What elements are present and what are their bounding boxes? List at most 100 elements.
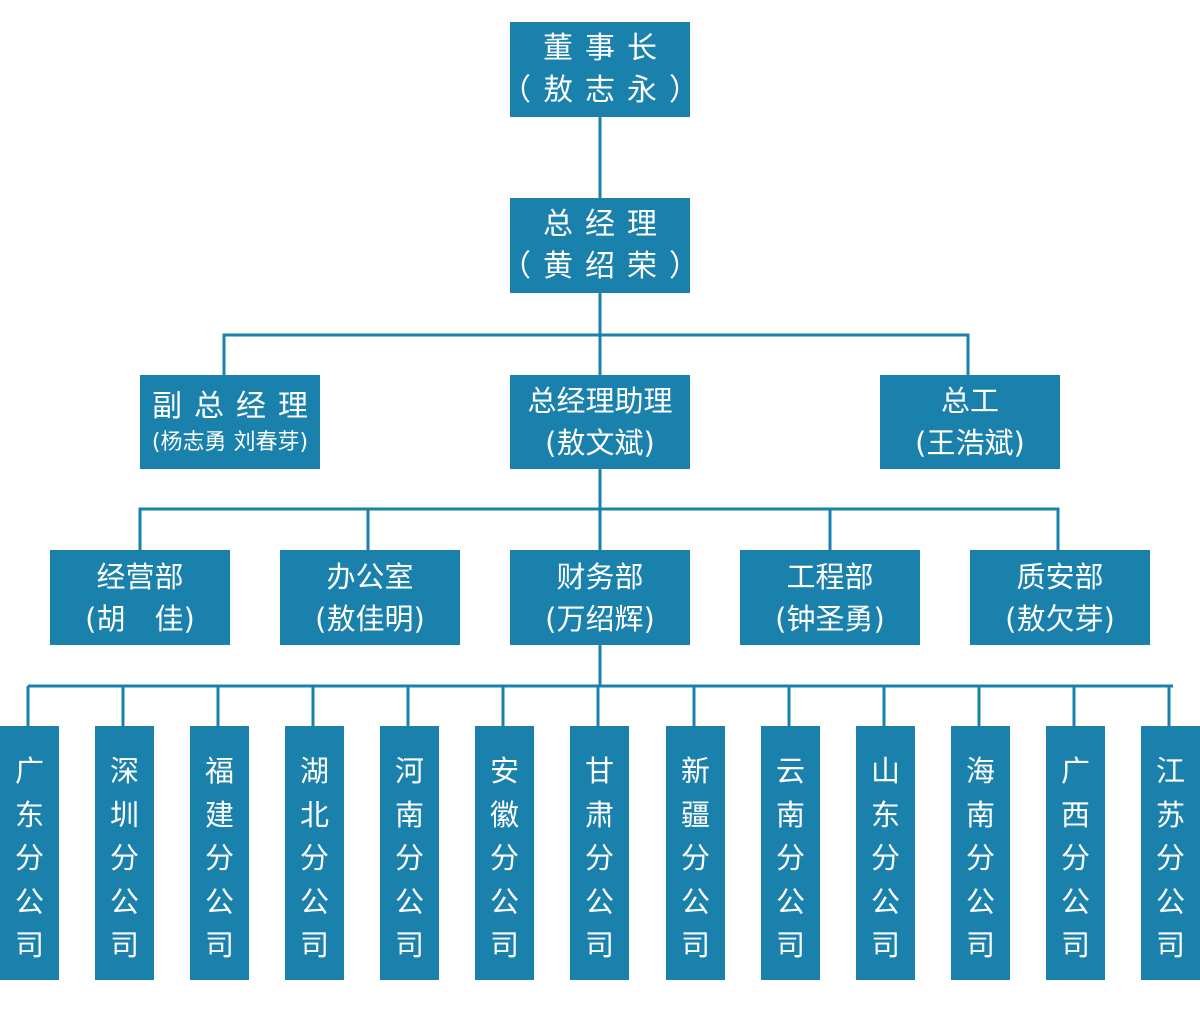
department-box-sales: 经营部 (胡 佳) <box>50 550 230 645</box>
chairman-title: 董事长 <box>543 30 669 66</box>
branch-office-box: 湖北分公司 <box>285 726 344 980</box>
branch-name-char: 湖 <box>299 754 329 788</box>
branch-name-char: 司 <box>965 928 995 962</box>
branch-name-char: 云 <box>775 754 805 788</box>
branch-office-box: 广东分公司 <box>0 726 59 980</box>
branch-name-char: 分 <box>775 841 805 875</box>
branch-name-char: 公 <box>680 884 710 919</box>
branch-name-char: 公 <box>1155 884 1185 919</box>
branch-name-char: 南 <box>394 797 424 832</box>
branch-name-char: 分 <box>1155 841 1185 875</box>
branch-office-box: 福建分公司 <box>190 726 249 980</box>
department-title: 质安部 <box>1016 559 1104 594</box>
general-manager-name: （黄绍荣） <box>501 248 711 284</box>
branch-name-char: 司 <box>1060 928 1090 962</box>
branch-office-box: 河南分公司 <box>380 726 439 980</box>
branch-name-char: 分 <box>870 841 900 875</box>
branch-name-char: 公 <box>14 884 44 919</box>
branch-name-char: 甘 <box>584 754 614 788</box>
branch-name-char: 司 <box>584 928 614 962</box>
department-box-quality-safety: 质安部 (敖欠芽) <box>970 550 1150 645</box>
branch-name-char: 西 <box>1060 797 1090 832</box>
branch-name-char: 公 <box>489 884 519 919</box>
branch-name-char: 公 <box>394 884 424 919</box>
branch-name-char: 安 <box>489 754 519 788</box>
branch-name-char: 分 <box>584 841 614 875</box>
branch-name-char: 司 <box>489 928 519 962</box>
branch-name-char: 司 <box>394 928 424 962</box>
branch-name-char: 江 <box>1155 754 1185 788</box>
deputy-gm-name: (杨志勇 刘春芽) <box>151 430 309 455</box>
chief-engineer-name: (王浩斌) <box>915 426 1025 460</box>
branch-name-char: 建 <box>204 797 234 832</box>
branch-name-char: 分 <box>14 841 44 875</box>
chairman-name: （敖志永） <box>501 72 711 108</box>
branch-office-box: 广西分公司 <box>1046 726 1105 980</box>
branch-name-char: 南 <box>775 797 805 832</box>
department-head-name: (万绍辉) <box>545 601 655 636</box>
branch-office-box: 新疆分公司 <box>666 726 725 980</box>
branch-name-char: 新 <box>680 754 710 788</box>
branch-name-char: 深 <box>109 754 139 788</box>
connector-bar-level3 <box>222 333 970 375</box>
branch-name-char: 分 <box>299 841 329 875</box>
gm-assistant-title: 总经理助理 <box>527 384 673 418</box>
branch-name-char: 东 <box>14 797 44 832</box>
branch-name-char: 分 <box>394 841 424 875</box>
branch-name-char: 司 <box>680 928 710 962</box>
branch-name-char: 司 <box>299 928 329 962</box>
branch-name-char: 司 <box>204 928 234 962</box>
branch-name-char: 分 <box>1060 841 1090 875</box>
department-box-office: 办公室 (敖佳明) <box>280 550 460 645</box>
general-manager-title: 总经理 <box>543 206 669 242</box>
branch-name-char: 公 <box>584 884 614 919</box>
branch-name-char: 疆 <box>680 797 710 832</box>
branch-name-char: 司 <box>870 928 900 962</box>
deputy-gm-box: 副总经理 (杨志勇 刘春芽) <box>140 375 320 469</box>
branch-office-box: 江苏分公司 <box>1141 726 1200 980</box>
department-title: 办公室 <box>326 559 414 594</box>
branch-name-char: 南 <box>965 797 995 832</box>
gm-assistant-box: 总经理助理 (敖文斌) <box>510 375 690 469</box>
branch-name-char: 公 <box>1060 884 1090 919</box>
branch-office-box: 甘肃分公司 <box>570 726 629 980</box>
branch-name-char: 司 <box>109 928 139 962</box>
department-head-name: (敖欠芽) <box>1005 601 1115 636</box>
branch-name-char: 东 <box>870 797 900 832</box>
branch-name-char: 分 <box>489 841 519 875</box>
branch-office-box: 山东分公司 <box>856 726 915 980</box>
branch-name-char: 海 <box>965 754 995 788</box>
chairman-box: 董事长 （敖志永） <box>501 22 699 117</box>
branch-name-char: 福 <box>204 754 234 788</box>
branch-name-char: 山 <box>870 754 900 788</box>
branch-name-char: 公 <box>775 884 805 919</box>
branch-name-char: 公 <box>204 884 234 919</box>
branch-name-char: 徽 <box>489 797 519 832</box>
general-manager-box: 总经理 （黄绍荣） <box>501 198 699 293</box>
gm-assistant-name: (敖文斌) <box>545 426 655 460</box>
branch-name-char: 广 <box>1060 754 1090 788</box>
branch-name-char: 分 <box>680 841 710 875</box>
branch-name-char: 公 <box>870 884 900 919</box>
department-head-name: (敖佳明) <box>315 601 425 636</box>
branch-name-char: 河 <box>394 754 424 788</box>
branch-name-char: 公 <box>299 884 329 919</box>
branch-name-char: 北 <box>299 797 329 832</box>
branch-name-char: 分 <box>109 841 139 875</box>
branch-name-char: 司 <box>1155 928 1185 962</box>
department-title: 财务部 <box>556 559 644 594</box>
chief-engineer-title: 总工 <box>940 384 999 418</box>
branch-office-box: 海南分公司 <box>951 726 1010 980</box>
branch-name-char: 司 <box>14 928 44 962</box>
department-box-finance: 财务部 (万绍辉) <box>510 550 690 645</box>
department-title: 经营部 <box>96 559 184 594</box>
branch-name-char: 司 <box>775 928 805 962</box>
branch-name-char: 公 <box>109 884 139 919</box>
branch-name-char: 分 <box>965 841 995 875</box>
branch-office-box: 云南分公司 <box>761 726 820 980</box>
branch-office-box: 深圳分公司 <box>95 726 154 980</box>
department-head-name: (胡 佳) <box>85 601 195 636</box>
chief-engineer-box: 总工 (王浩斌) <box>880 375 1060 469</box>
